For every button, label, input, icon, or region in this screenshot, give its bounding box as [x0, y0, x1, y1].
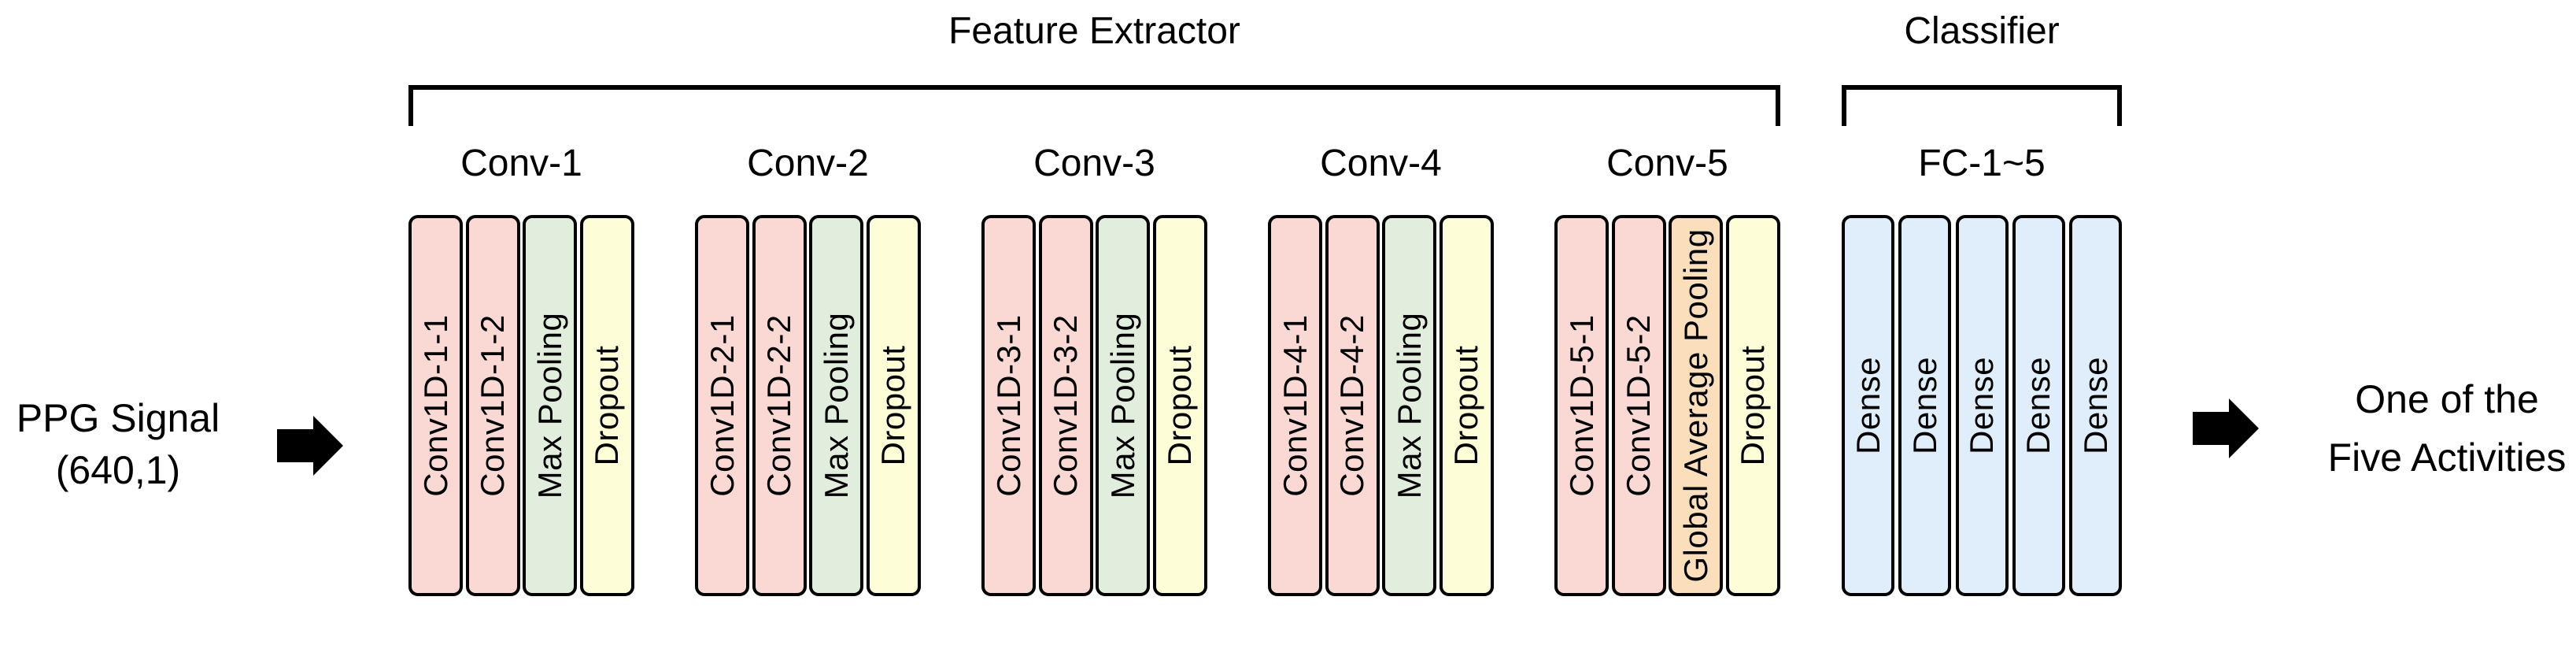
layer-dropout-1: Dropout — [579, 215, 634, 596]
layer-label: Global Average Pooling — [1676, 228, 1714, 583]
conv-block-4: Conv-4 Conv1D-4-1 Conv1D-4-2 Max Pooling… — [1268, 142, 1494, 596]
input-label-line2: (640,1) — [55, 448, 181, 492]
layer-max-pooling-2: Max Pooling — [809, 215, 864, 596]
layer-conv1d-3-2: Conv1D-3-2 — [1038, 215, 1093, 596]
layer-conv1d-1-1: Conv1D-1-1 — [408, 215, 463, 596]
conv-block-5-layers: Conv1D-5-1 Conv1D-5-2 Global Average Poo… — [1554, 215, 1780, 596]
layer-label: Max Pooling — [1103, 312, 1141, 499]
layer-dense-3: Dense — [1955, 215, 2009, 596]
layer-dropout-2: Dropout — [866, 215, 921, 596]
layer-conv1d-2-2: Conv1D-2-2 — [752, 215, 807, 596]
layer-conv1d-5-2: Conv1D-5-2 — [1611, 215, 1666, 596]
layer-max-pooling-3: Max Pooling — [1096, 215, 1151, 596]
conv-block-4-layers: Conv1D-4-1 Conv1D-4-2 Max Pooling Dropou… — [1268, 215, 1494, 596]
output-arrow-icon — [2193, 398, 2259, 458]
layer-label: Dropout — [874, 345, 912, 466]
layer-conv1d-3-1: Conv1D-3-1 — [981, 215, 1036, 596]
layer-max-pooling-1: Max Pooling — [523, 215, 578, 596]
layer-max-pooling-4: Max Pooling — [1382, 215, 1437, 596]
conv-block-5-label: Conv-5 — [1606, 143, 1728, 184]
conv-blocks-row: Conv-1 Conv1D-1-1 Conv1D-1-2 Max Pooling… — [408, 142, 1780, 596]
input-arrow-icon — [277, 416, 343, 476]
layer-label: Dense — [1963, 357, 2000, 454]
feature-extractor-title: Feature Extractor — [948, 10, 1240, 52]
classifier-section: Classifier FC-1~5 Dense Dense Dense Dens… — [1842, 8, 2122, 596]
layer-label: Dense — [1849, 357, 1887, 454]
layer-label: Max Pooling — [1390, 312, 1428, 499]
layer-label: Conv1D-4-2 — [1333, 314, 1371, 497]
layer-conv1d-2-1: Conv1D-2-1 — [695, 215, 749, 596]
conv-block-3-layers: Conv1D-3-1 Conv1D-3-2 Max Pooling Dropou… — [981, 215, 1207, 596]
layer-label: Max Pooling — [530, 312, 568, 499]
layer-dropout-5: Dropout — [1725, 215, 1780, 596]
layer-label: Dense — [1905, 357, 1943, 454]
layer-label: Dense — [2020, 357, 2057, 454]
conv-block-4-label: Conv-4 — [1320, 143, 1442, 184]
layer-label: Conv1D-5-2 — [1620, 314, 1658, 497]
layer-label: Conv1D-3-2 — [1047, 314, 1085, 497]
fc-block: FC-1~5 Dense Dense Dense Dense Dense — [1842, 142, 2122, 596]
output-label-line1: One of the — [2355, 377, 2539, 421]
layer-label: Conv1D-2-2 — [760, 314, 798, 497]
feature-extractor-bracket — [408, 85, 1780, 126]
fc-block-label: FC-1~5 — [1918, 143, 2046, 184]
conv-block-5: Conv-5 Conv1D-5-1 Conv1D-5-2 Global Aver… — [1554, 142, 1780, 596]
layer-label: Conv1D-5-1 — [1562, 314, 1600, 497]
conv-block-2-layers: Conv1D-2-1 Conv1D-2-2 Max Pooling Dropou… — [695, 215, 921, 596]
conv-block-3-label: Conv-3 — [1033, 143, 1155, 184]
layer-label: Dense — [2076, 357, 2114, 454]
layer-conv1d-1-2: Conv1D-1-2 — [465, 215, 520, 596]
layer-label: Conv1D-4-1 — [1276, 314, 1314, 497]
layer-dropout-4: Dropout — [1439, 215, 1494, 596]
classifier-title: Classifier — [1904, 10, 2060, 52]
layer-conv1d-4-2: Conv1D-4-2 — [1325, 215, 1380, 596]
layer-label: Dropout — [1161, 345, 1199, 466]
output-label-line2: Five Activities — [2327, 435, 2567, 480]
input-label: PPG Signal (640,1) — [0, 392, 236, 496]
layer-dense-1: Dense — [1842, 215, 1894, 596]
conv-block-3: Conv-3 Conv1D-3-1 Conv1D-3-2 Max Pooling… — [981, 142, 1207, 596]
layer-label: Conv1D-3-1 — [989, 314, 1027, 497]
output-label: One of the Five Activities — [2317, 370, 2576, 487]
layer-label: Conv1D-1-2 — [474, 314, 512, 497]
layer-dense-2: Dense — [1898, 215, 1952, 596]
layer-dense-5: Dense — [2069, 215, 2122, 596]
layer-conv1d-5-1: Conv1D-5-1 — [1554, 215, 1609, 596]
conv-block-1-label: Conv-1 — [460, 143, 582, 184]
conv-block-1: Conv-1 Conv1D-1-1 Conv1D-1-2 Max Pooling… — [408, 142, 634, 596]
conv-block-1-layers: Conv1D-1-1 Conv1D-1-2 Max Pooling Dropou… — [408, 215, 634, 596]
input-label-line1: PPG Signal — [16, 396, 220, 440]
layer-label: Conv1D-1-1 — [416, 314, 454, 497]
layer-label: Conv1D-2-1 — [703, 314, 741, 497]
classifier-bracket — [1842, 85, 2122, 126]
layer-dense-4: Dense — [2012, 215, 2065, 596]
fc-block-layers: Dense Dense Dense Dense Dense — [1842, 215, 2122, 596]
conv-block-2-label: Conv-2 — [747, 143, 869, 184]
layer-global-average-pooling: Global Average Pooling — [1669, 215, 1724, 596]
layer-label: Dropout — [1734, 345, 1772, 466]
dense-blocks-row: FC-1~5 Dense Dense Dense Dense Dense — [1842, 142, 2122, 596]
layer-label: Max Pooling — [817, 312, 855, 499]
layer-label: Dropout — [1447, 345, 1485, 466]
feature-extractor-section: Feature Extractor Conv-1 Conv1D-1-1 Conv… — [408, 8, 1780, 596]
layer-label: Dropout — [588, 345, 626, 466]
conv-block-2: Conv-2 Conv1D-2-1 Conv1D-2-2 Max Pooling… — [695, 142, 921, 596]
layer-conv1d-4-1: Conv1D-4-1 — [1268, 215, 1322, 596]
layer-dropout-3: Dropout — [1152, 215, 1207, 596]
